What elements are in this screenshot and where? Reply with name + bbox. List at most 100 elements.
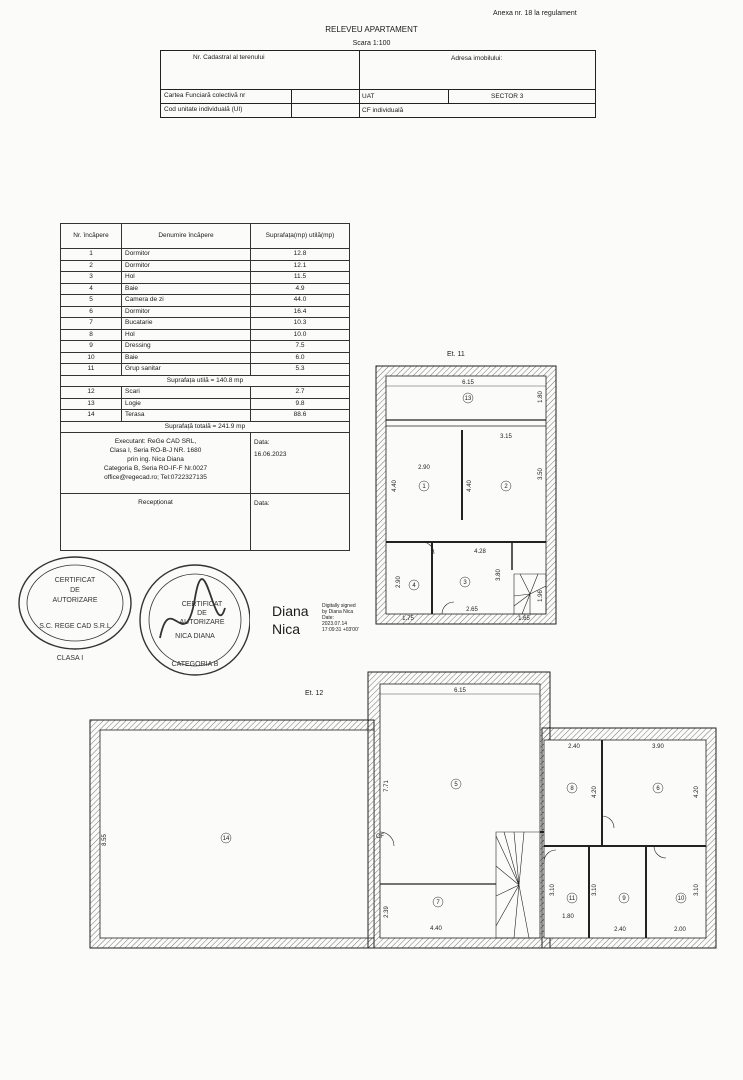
room-9: 9 [622, 896, 626, 902]
executant-line-4: Categoria B, Seria RO-IF-F Nr.0027 [103, 465, 208, 472]
room-nr: 11 [60, 363, 122, 376]
stamp1-line-5: CLASA I [57, 655, 84, 662]
dim-350: 3.50 [538, 468, 544, 480]
stamp2-line-5: CATEGORIA B [172, 661, 219, 668]
room-6: 6 [656, 786, 660, 792]
dim-440b: 4.40 [467, 480, 473, 492]
sig-meta-3: Date: [322, 615, 334, 621]
room-area: 9.8 [250, 397, 350, 410]
dim-428: 4.28 [474, 549, 486, 555]
room-area: 11.5 [250, 271, 350, 284]
engineer-stamp [139, 564, 250, 676]
sig-meta-5: 17:09:31 +03'00' [322, 627, 359, 633]
dim-390: 3.90 [652, 744, 664, 750]
room-area: 12.8 [250, 248, 350, 261]
rooms-table: Nr. încăpere Denumire încăpere Suprafața… [60, 223, 350, 551]
room-area: 4.9 [250, 282, 350, 295]
room-area: 5.3 [250, 363, 350, 376]
signature-scribble [159, 578, 226, 639]
room-14: 14 [223, 836, 230, 842]
dim-310c: 3.10 [694, 884, 700, 896]
dim-180-et12: 1.80 [562, 914, 574, 920]
room-10: 10 [678, 896, 685, 902]
room-4: 4 [412, 583, 416, 589]
dim-310a: 3.10 [550, 884, 556, 896]
address-label: Adresa imobilului: [451, 55, 503, 62]
uat-value: SECTOR 3 [491, 93, 524, 100]
room-name: Hol [121, 328, 251, 341]
stair-icon [495, 831, 543, 939]
unit-code-label: Cod unitate individuală (UI) [164, 106, 243, 113]
stamp1-line-1: CERTIFICAT [55, 577, 96, 584]
executant-row: Executant: ReGe CAD SRL, Clasa I, Seria … [60, 432, 350, 494]
stamp2-line-1: CERTIFICAT [182, 601, 223, 608]
room-name: Dormitor [121, 259, 251, 272]
room-name: Hol [121, 271, 251, 284]
room-name: Terasa [121, 409, 251, 422]
annex-note: Anexa nr. 18 la regulament [493, 10, 577, 17]
signature-meta: Digitally signed by Diana Nica Date: 202… [322, 603, 359, 633]
room-7: 7 [436, 900, 440, 906]
signer-first-name: Diana [272, 603, 309, 619]
dim-196: 1.96 [538, 590, 544, 602]
et12-label: Et. 12 [305, 690, 324, 697]
dim-240: 2.40 [568, 744, 580, 750]
room-2: 2 [504, 484, 508, 490]
et11-label: Et. 11 [447, 351, 465, 358]
dim-380: 3.80 [496, 569, 502, 581]
room-area: 12.1 [250, 259, 350, 272]
room-name: Bucatarie [121, 317, 251, 330]
room-3: 3 [463, 580, 467, 586]
room-11: 11 [569, 896, 576, 902]
room-area: 2.7 [250, 386, 350, 399]
receptionat-label: Recepționat [60, 493, 251, 551]
dim-315: 3.15 [500, 434, 512, 440]
room-area: 6.0 [250, 351, 350, 364]
executant-line-1: Executant: ReGe CAD SRL, [114, 438, 197, 445]
stamp2-line-4: NICA DIANA [175, 633, 215, 640]
room-1: 1 [422, 484, 426, 490]
room-name: Dressing [121, 340, 251, 353]
dim-175: 1.75 [402, 616, 414, 622]
executant-line-5: office@regecad.ro; Tel:0722327135 [104, 474, 207, 481]
room-name: Baie [121, 282, 251, 295]
room-area: 44.0 [250, 294, 350, 307]
grand-total: Suprafață totală = 241.9 mp [60, 420, 350, 433]
dim-200: 2.00 [674, 927, 686, 933]
dim-165: 1.65 [518, 616, 530, 622]
digital-signature: Diana Nica [272, 602, 309, 638]
room-nr: 14 [60, 409, 122, 422]
room-area: 88.6 [250, 409, 350, 422]
room-nr: 3 [60, 271, 122, 284]
room-area: 7.5 [250, 340, 350, 353]
scale-label: Scara 1:100 [352, 40, 391, 47]
room-name: Baie [121, 351, 251, 364]
col-name-header: Denumire încăpere [121, 223, 251, 249]
table-header-row: Nr. încăpere Denumire încăpere Suprafața… [60, 223, 350, 249]
cf-collective-label: Cartea Funciară colectivă nr [164, 92, 246, 99]
identification-table: Nr. Cadastral al terenului Adresa imobil… [160, 50, 596, 118]
executant-line-3: prin ing. Nica Diana [127, 456, 184, 463]
stamp2-line-2: DE [197, 610, 207, 617]
stamp1-line-3: AUTORIZARE [53, 597, 98, 604]
reception-row: Recepționat Data: [60, 493, 350, 551]
room-nr: 8 [60, 328, 122, 341]
room-nr: 2 [60, 259, 122, 272]
executant-line-2: Clasa I, Seria RO-B-J NR. 1680 [109, 447, 202, 454]
room-area: 10.0 [250, 328, 350, 341]
room-nr: 7 [60, 317, 122, 330]
stamp1-line-4: S.C. REGE CAD S.R.L [39, 623, 111, 630]
dim-240b: 2.40 [614, 927, 626, 933]
floorplan-et12: 6.15 7.71 2.40 3.90 4.20 4.20 8.55 2.39 … [89, 671, 717, 949]
dim-420b: 4.20 [694, 786, 700, 798]
document-title: RELEVEU APARTAMENT [325, 25, 418, 34]
